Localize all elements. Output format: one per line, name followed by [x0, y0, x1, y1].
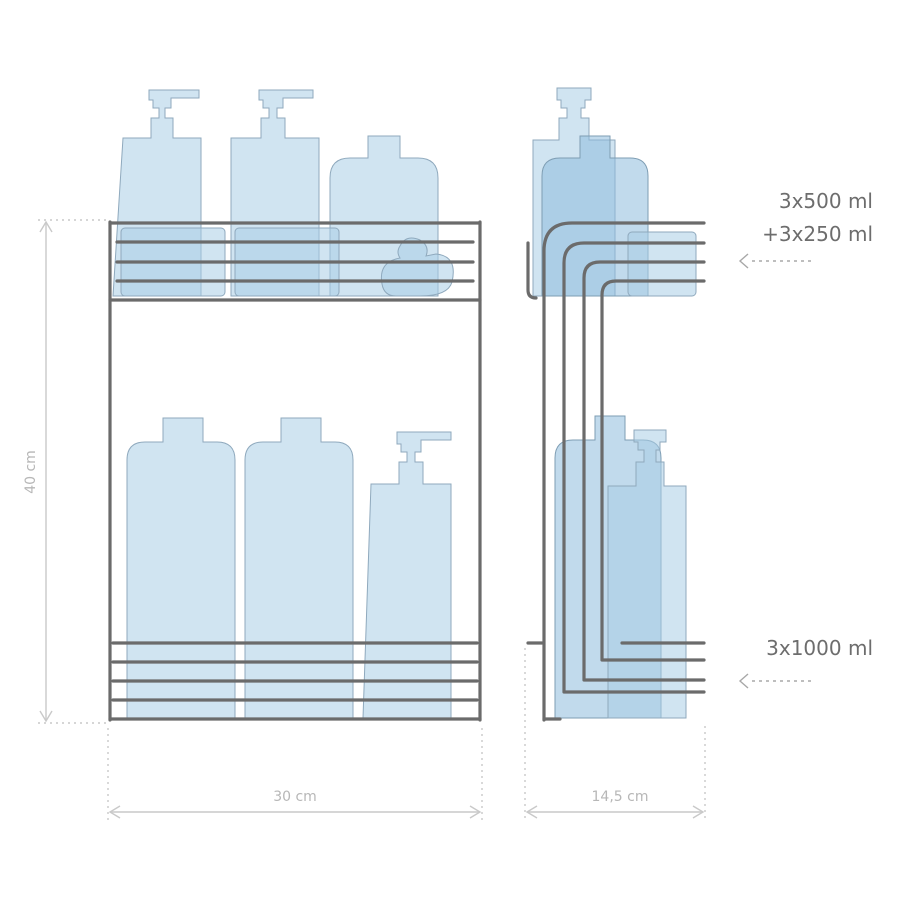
- front-view: 40 cm 30 cm: [23, 89, 483, 822]
- capacity-top: 3x500 ml +3x250 ml: [738, 189, 873, 269]
- side-rail: [600, 279, 706, 662]
- side-bottom-bottles: [554, 415, 687, 719]
- height-label: 40 cm: [23, 450, 39, 494]
- pump-bottle: [607, 429, 687, 719]
- side-hook: [526, 241, 538, 300]
- front-rack-frame: [108, 220, 482, 722]
- pump-bottle: [362, 431, 452, 719]
- width-label: 30 cm: [273, 789, 317, 805]
- dotted-left-arrow-icon: [738, 253, 812, 269]
- depth-label: 14,5 cm: [592, 789, 649, 805]
- capacity-bottom: 3x1000 ml: [738, 636, 873, 689]
- bottom-shelf-bottles: [126, 417, 452, 719]
- side-rail: [562, 241, 706, 694]
- flask-bottle: [244, 417, 354, 719]
- side-view: 14,5 cm 3x500 ml +3x250 ml 3x1000 ml: [524, 87, 873, 822]
- dotted-left-arrow-icon: [738, 673, 812, 689]
- capacity-top-line1: 3x500 ml: [779, 189, 873, 213]
- flask-bottle: [541, 135, 649, 297]
- side-rail: [542, 221, 706, 722]
- side-rack-frame: [526, 221, 706, 722]
- top-shelf-bottles: [112, 89, 454, 297]
- depth-dimension: 14,5 cm: [524, 648, 706, 822]
- width-dimension: 30 cm: [107, 728, 483, 822]
- capacity-bottom-line1: 3x1000 ml: [766, 636, 873, 660]
- flask-bottle: [126, 417, 236, 719]
- height-dimension: 40 cm: [23, 219, 108, 724]
- capacity-top-line2: +3x250 ml: [762, 222, 873, 246]
- side-rail: [582, 260, 706, 682]
- side-top-bottles: [532, 87, 697, 297]
